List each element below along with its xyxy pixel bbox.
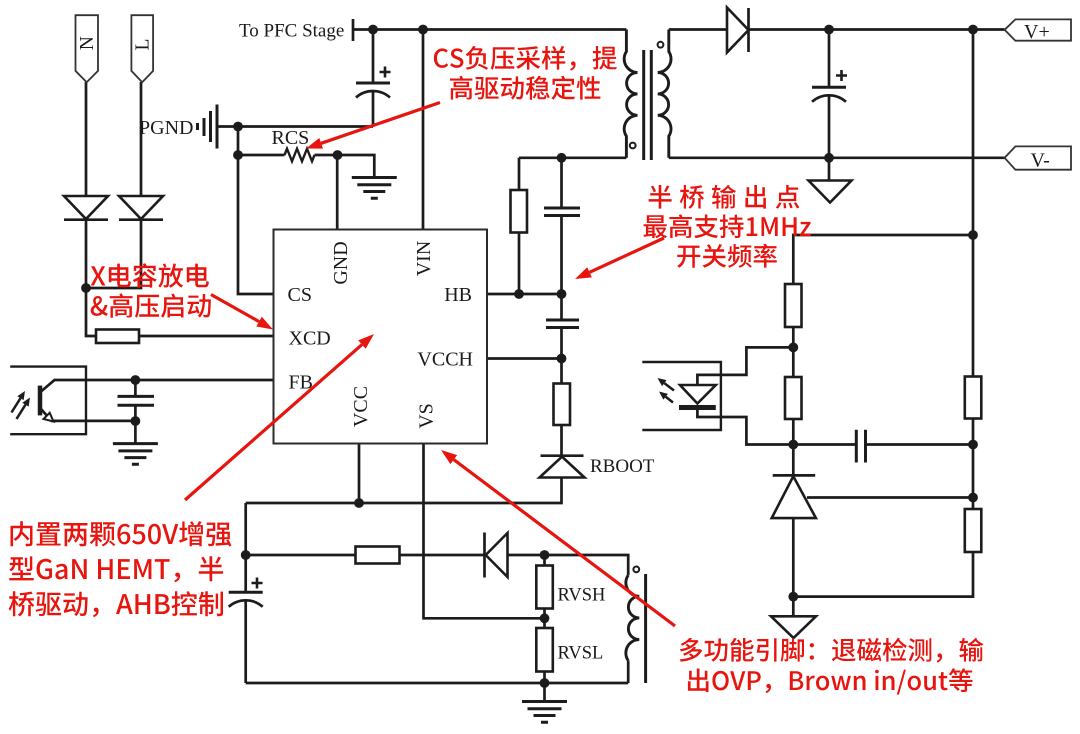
svg-text:RVSH: RVSH [558,586,606,606]
svg-text:XCD: XCD [289,328,331,350]
svg-text:RVSL: RVSL [558,644,604,664]
svg-text:GND: GND [330,241,352,284]
svg-text:VIN: VIN [413,241,435,277]
svg-text:RBOOT: RBOOT [590,456,655,477]
svg-text:CS: CS [288,284,312,306]
svg-text:To PFC Stage: To PFC Stage [239,20,344,41]
svg-text:V-: V- [1031,149,1050,171]
svg-text:VCCH: VCCH [417,349,473,371]
svg-text:V+: V+ [1024,21,1050,43]
svg-text:L: L [133,39,154,51]
svg-text:HB: HB [444,284,472,306]
svg-text:VCC: VCC [350,386,372,427]
svg-text:VS: VS [416,403,438,429]
svg-text:RCS: RCS [272,127,310,149]
svg-text:FB: FB [289,372,313,394]
svg-text:PGND: PGND [139,117,193,139]
svg-text:N: N [77,36,98,50]
